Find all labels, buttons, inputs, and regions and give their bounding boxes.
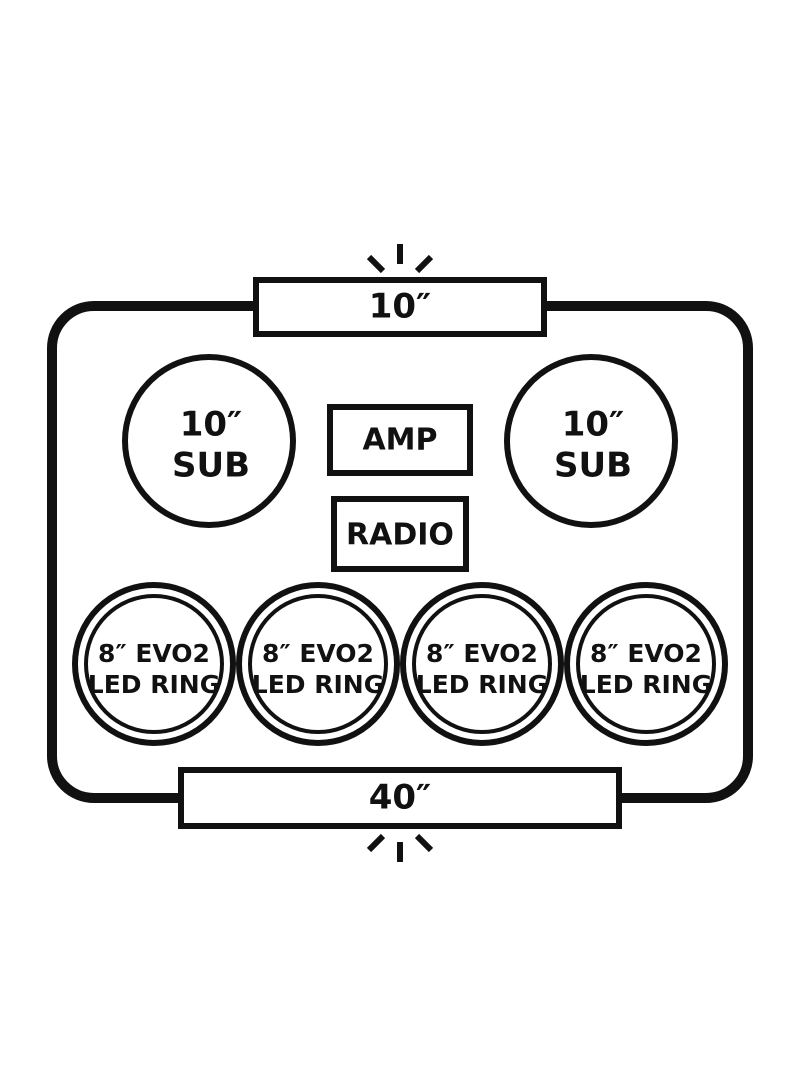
- amp-label: AMP: [362, 423, 437, 458]
- led-ring-2-line1: 8″ EVO2: [262, 639, 374, 668]
- bottom-bar-label: 40″: [369, 778, 432, 818]
- amp-box: AMP: [327, 404, 473, 476]
- led-ring-4-line1: 8″ EVO2: [590, 639, 702, 668]
- sub-left: 10″ SUB: [122, 354, 296, 528]
- top-bar-label: 10″: [369, 287, 432, 327]
- led-ring-2-line2: LED RING: [252, 670, 384, 699]
- sub-left-type: SUB: [172, 446, 250, 486]
- sub-right-size: 10″: [562, 405, 625, 445]
- top-dimension-bar: 10″: [253, 277, 547, 337]
- top-light-burst-icon: [366, 244, 434, 274]
- bottom-light-burst-icon: [366, 833, 434, 862]
- led-ring-1: 8″ EVO2 LED RING: [72, 582, 236, 746]
- led-ring-3-line1: 8″ EVO2: [426, 639, 538, 668]
- bottom-dimension-bar: 40″: [178, 767, 622, 829]
- led-ring-1-line1: 8″ EVO2: [98, 639, 210, 668]
- led-ring-3: 8″ EVO2 LED RING: [400, 582, 564, 746]
- radio-box: RADIO: [331, 496, 469, 572]
- led-ring-2: 8″ EVO2 LED RING: [236, 582, 400, 746]
- led-ring-4-line2: LED RING: [580, 670, 712, 699]
- sub-left-size: 10″: [180, 405, 243, 445]
- sub-right-type: SUB: [554, 446, 632, 486]
- radio-label: RADIO: [346, 518, 454, 553]
- led-ring-3-line2: LED RING: [416, 670, 548, 699]
- sub-right: 10″ SUB: [504, 354, 678, 528]
- led-ring-1-line2: LED RING: [88, 670, 220, 699]
- led-ring-4: 8″ EVO2 LED RING: [564, 582, 728, 746]
